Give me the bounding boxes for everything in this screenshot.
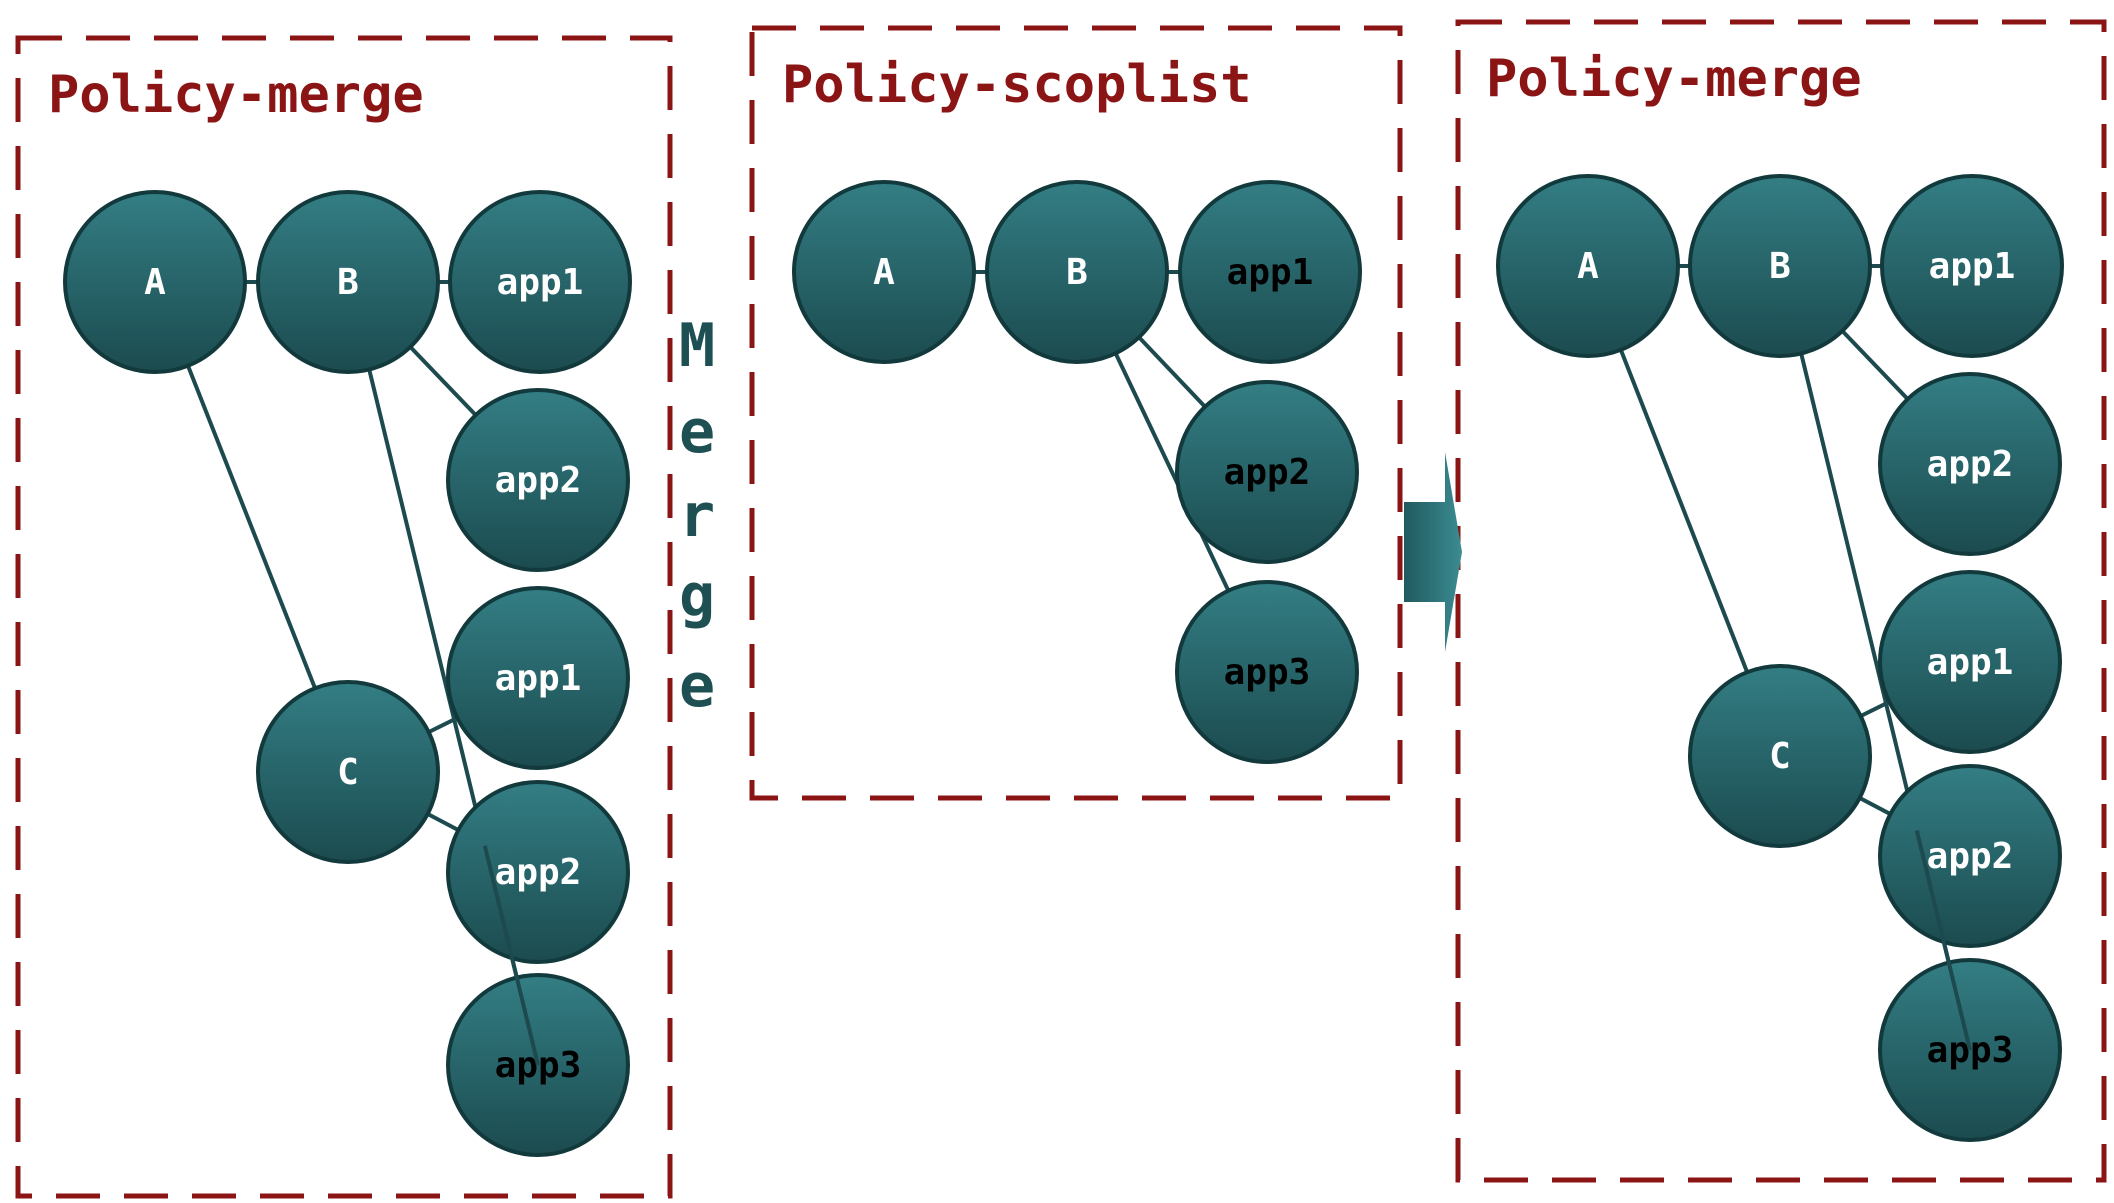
edge-overlay-b-app3 bbox=[1914, 830, 1972, 1051]
node-label-c: C bbox=[337, 752, 359, 793]
node-a: A bbox=[1496, 174, 1680, 358]
node-label-app1b: app1 bbox=[1927, 642, 2014, 683]
merge-letter-g: g bbox=[679, 561, 715, 631]
node-app2b: app2 bbox=[446, 780, 630, 964]
node-label-b: B bbox=[337, 262, 359, 303]
node-label-app1: app1 bbox=[1227, 252, 1314, 293]
overlay-edges-panel-0 bbox=[482, 845, 540, 1066]
node-app1a: app1 bbox=[1880, 174, 2064, 358]
node-app2a: app2 bbox=[1878, 372, 2062, 556]
node-b: B bbox=[985, 180, 1169, 364]
node-a: A bbox=[792, 180, 976, 364]
merge-result-arrow bbox=[1404, 452, 1462, 652]
node-circle-b bbox=[985, 180, 1169, 364]
edge-overlay-b-app3 bbox=[482, 845, 540, 1066]
node-circle-app1a bbox=[1880, 174, 2064, 358]
panel-title-policy-merge-right: Policy-merge bbox=[1486, 49, 1862, 109]
merge-letter-m: M bbox=[679, 311, 715, 381]
node-app2a: app2 bbox=[446, 388, 630, 572]
node-label-app2a: app2 bbox=[495, 460, 582, 501]
panel-title-policy-scoplist: Policy-scoplist bbox=[782, 55, 1252, 115]
node-app1: app1 bbox=[1178, 180, 1362, 364]
node-c: C bbox=[1688, 664, 1872, 848]
node-circle-c bbox=[256, 680, 440, 864]
node-app2: app2 bbox=[1175, 380, 1359, 564]
node-label-a: A bbox=[873, 252, 895, 293]
panel-frame-policy-merge-left bbox=[15, 35, 673, 1199]
node-circle-app2 bbox=[1175, 380, 1359, 564]
node-circle-app2a bbox=[446, 388, 630, 572]
node-label-b: B bbox=[1769, 246, 1791, 287]
node-circle-app2a bbox=[1878, 372, 2062, 556]
node-label-app3: app3 bbox=[495, 1045, 582, 1086]
node-label-a: A bbox=[1577, 246, 1599, 287]
node-app1a: app1 bbox=[448, 190, 632, 374]
node-label-app3: app3 bbox=[1224, 652, 1311, 693]
node-b: B bbox=[256, 190, 440, 374]
panel-frame-policy-scoplist bbox=[749, 25, 1403, 801]
node-circle-a bbox=[1496, 174, 1680, 358]
node-app3: app3 bbox=[1175, 580, 1359, 764]
node-label-app1b: app1 bbox=[495, 658, 582, 699]
merge-letter-r: r bbox=[679, 481, 715, 551]
node-label-app2b: app2 bbox=[1927, 836, 2014, 877]
node-circle-b bbox=[256, 190, 440, 374]
node-circle-app1 bbox=[1178, 180, 1362, 364]
node-label-b: B bbox=[1066, 252, 1088, 293]
node-circle-app1b bbox=[1878, 570, 2062, 754]
node-circle-app2b bbox=[1878, 764, 2062, 948]
node-circle-app2b bbox=[446, 780, 630, 964]
panel-frame-policy-merge-right bbox=[1455, 19, 2107, 1183]
panel-title-policy-merge-left: Policy-merge bbox=[48, 65, 424, 125]
node-circle-c bbox=[1688, 664, 1872, 848]
node-circle-a bbox=[63, 190, 247, 374]
node-circle-app1a bbox=[448, 190, 632, 374]
node-circle-app1b bbox=[446, 586, 630, 770]
node-label-a: A bbox=[144, 262, 166, 303]
node-label-app1a: app1 bbox=[1929, 246, 2016, 287]
node-label-app2: app2 bbox=[1224, 452, 1311, 493]
node-app1b: app1 bbox=[446, 586, 630, 770]
node-app2b: app2 bbox=[1878, 764, 2062, 948]
node-circle-app3 bbox=[1175, 580, 1359, 764]
node-app1b: app1 bbox=[1878, 570, 2062, 754]
node-label-app1a: app1 bbox=[497, 262, 584, 303]
merge-letter-e2: e bbox=[679, 651, 715, 721]
node-circle-a bbox=[792, 180, 976, 364]
node-c: C bbox=[256, 680, 440, 864]
node-circle-b bbox=[1688, 174, 1872, 358]
node-a: A bbox=[63, 190, 247, 374]
overlay-edges-panel-2 bbox=[1914, 830, 1972, 1051]
node-label-app2a: app2 bbox=[1927, 444, 2014, 485]
node-b: B bbox=[1688, 174, 1872, 358]
node-label-app3: app3 bbox=[1927, 1030, 2014, 1071]
node-label-c: C bbox=[1769, 736, 1791, 777]
merge-letter-e1: e bbox=[679, 397, 715, 467]
node-label-app2b: app2 bbox=[495, 852, 582, 893]
merge-label: M e r g e bbox=[679, 311, 715, 721]
